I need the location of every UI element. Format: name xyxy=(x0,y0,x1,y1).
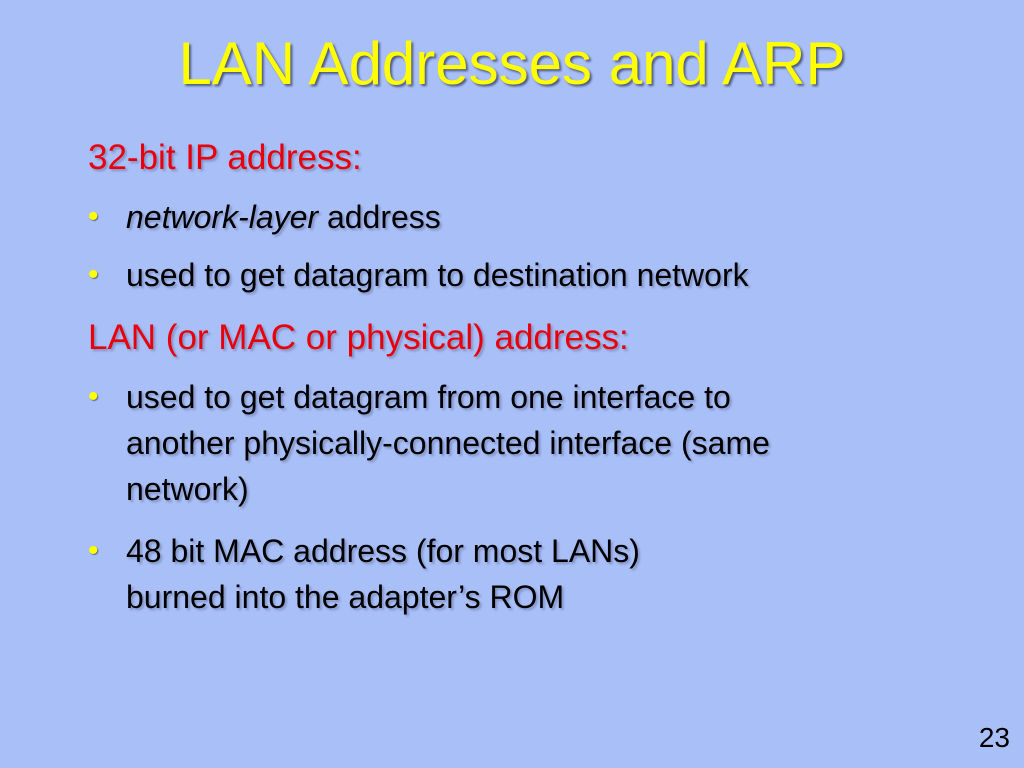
bullet-dot-icon: • xyxy=(88,380,99,413)
bullet-line: another physically-connected interface (… xyxy=(126,425,770,461)
bullet-text: 48 bit MAC address (for most LANs) burne… xyxy=(126,528,986,620)
bullet-text: network-layer address xyxy=(126,194,986,240)
slide-title: LAN Addresses and ARP xyxy=(178,30,846,97)
bullet-line: 48 bit MAC address (for most LANs) xyxy=(126,533,640,569)
bullet-text: used to get datagram from one interface … xyxy=(126,374,986,512)
section-heading-lan-address: LAN (or MAC or physical) address: xyxy=(88,318,629,357)
bullet-line: used to get datagram from one interface … xyxy=(126,379,731,415)
bullet-dot-icon: • xyxy=(88,200,99,233)
page-number: 23 xyxy=(978,722,1010,753)
section-heading-ip-address: 32-bit IP address: xyxy=(88,138,362,177)
bullet-plain-text: address xyxy=(318,199,441,235)
bullet-dot-icon: • xyxy=(88,534,99,567)
bullet-dot-icon: • xyxy=(88,258,99,291)
bullet-italic-text: network-layer xyxy=(126,199,319,235)
bullet-text: used to get datagram to destination netw… xyxy=(126,257,749,293)
bullet-line: network) xyxy=(126,471,249,507)
bullet-line: burned into the adapter’s ROM xyxy=(126,579,565,615)
